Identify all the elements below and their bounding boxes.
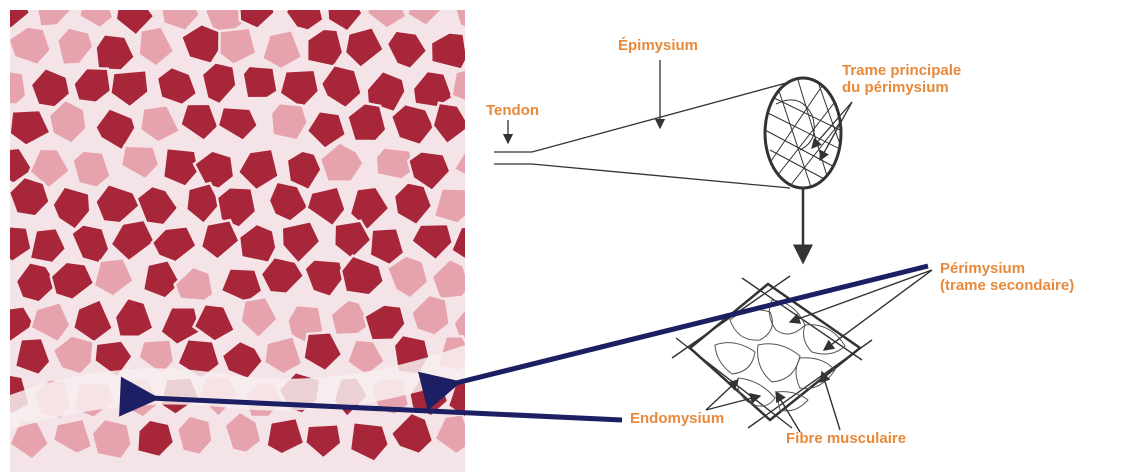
perimysium-pointer-2	[824, 270, 932, 350]
label-endomysium: Endomysium	[630, 410, 724, 427]
muscle-fibre-cell	[0, 70, 26, 104]
muscle-fibre-cell	[243, 66, 278, 99]
perimysium-detail	[672, 270, 932, 432]
muscle-fibre-cell	[92, 419, 132, 459]
muscle-fibre-cell	[15, 338, 51, 375]
muscle-schematic	[494, 60, 852, 262]
muscle-fibre-cell	[434, 188, 472, 223]
muscle-fibre-cell	[476, 185, 517, 222]
label-tendon: Tendon	[486, 102, 539, 119]
fibre-pointer-2	[822, 372, 840, 430]
muscle-fibre-cell	[471, 415, 506, 450]
label-trame-principale-1: Trame principale	[842, 62, 961, 79]
muscle-fibre-cell	[477, 31, 513, 68]
label-trame-principale-2: du périmysium	[842, 79, 949, 96]
label-perimysium-1: Périmysium	[940, 260, 1025, 277]
muscle-cross-section-oval	[765, 78, 841, 188]
label-epimysium: Épimysium	[618, 37, 698, 54]
label-fibre-musculaire: Fibre musculaire	[786, 430, 906, 447]
tendon-lower-line	[494, 164, 790, 188]
muscle-fibre-cell	[467, 263, 505, 300]
label-perimysium-2: (trame secondaire)	[940, 277, 1074, 294]
muscle-fibre-cell	[451, 67, 488, 104]
muscle-fibre-cell	[72, 151, 110, 188]
